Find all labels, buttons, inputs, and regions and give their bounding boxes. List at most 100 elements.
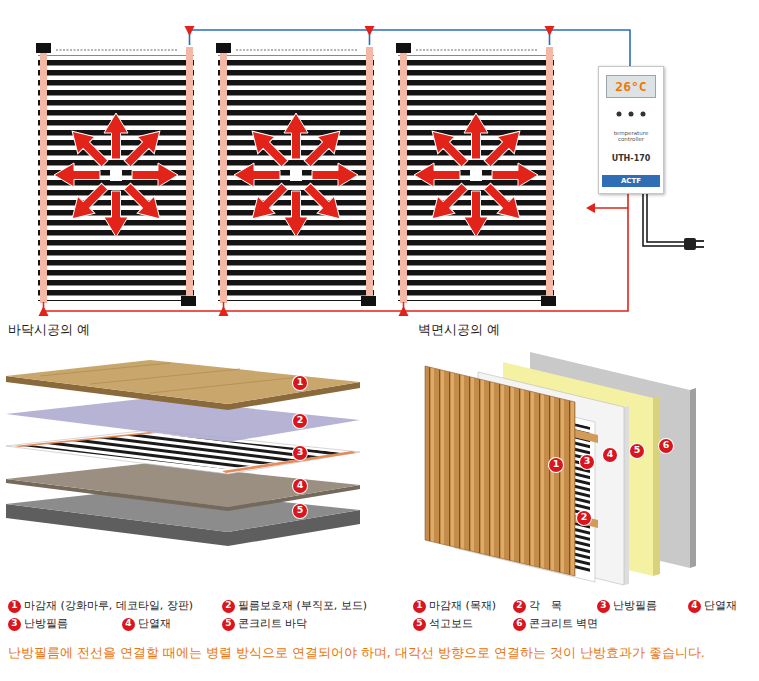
heat-arrows [414, 113, 538, 237]
finish-floor [6, 360, 360, 404]
legend-number: 3 [8, 618, 21, 631]
callout-number: 4 [603, 448, 617, 462]
red-wire [44, 190, 629, 311]
terminal-block [361, 296, 376, 306]
wood-grain [40, 363, 170, 376]
legend-text: 콘크리트 벽면 [529, 617, 599, 631]
terminal-block [541, 296, 556, 306]
heating-film-layer [6, 430, 360, 474]
terminal-block [396, 43, 411, 53]
film-ground [396, 45, 556, 305]
legend-number: 4 [122, 618, 135, 631]
plug-prong [696, 240, 704, 242]
bus-bar [186, 47, 193, 303]
protective-sheet [6, 398, 360, 442]
wire-marker [586, 203, 595, 213]
bus-bar [14, 432, 156, 447]
legend-text: 난방필름 [613, 599, 657, 613]
section-heading: 바닥시공의 예 [8, 321, 90, 339]
film-edge-line [416, 50, 538, 51]
callout-number: 3 [293, 446, 307, 460]
callout-number: 5 [630, 444, 644, 458]
heating-strips [38, 55, 194, 301]
heating-film-panel [36, 43, 196, 306]
legend-text: 단열재 [704, 599, 737, 613]
concrete-wall-side [690, 388, 696, 568]
controller-box: 26°C temperature controllerUTH-170ACTF [598, 66, 664, 194]
bus-bar [400, 47, 407, 303]
controller-caption: temperature controller [602, 130, 660, 142]
legend-number: 4 [688, 600, 701, 613]
button [641, 111, 646, 116]
legend-number: 5 [413, 618, 426, 631]
power-cable [647, 190, 684, 242]
power-cable [643, 190, 684, 246]
legend-text: 마감재 (목재) [429, 599, 496, 613]
heating-film-panel [396, 43, 556, 306]
heating-strips [218, 55, 374, 301]
terminal-block [36, 43, 51, 53]
button [617, 111, 622, 116]
callout-number: 1 [293, 376, 307, 390]
legend-number: 1 [413, 600, 426, 613]
red-wire [594, 207, 628, 209]
bus-bar [222, 451, 356, 473]
wire-marker [399, 306, 409, 316]
legend-number: 2 [513, 600, 526, 613]
legend-text: 콘크리트 바닥 [238, 617, 308, 631]
floor-illustration [6, 360, 360, 546]
legend-number: 3 [597, 600, 610, 613]
wood-grain [150, 377, 300, 393]
lcd-reading: 26°C [606, 75, 656, 98]
legend-text: 난방필름 [24, 617, 68, 631]
legend-number: 2 [222, 600, 235, 613]
wire-marker [39, 306, 49, 316]
control-buttons [609, 110, 653, 118]
bus-bar [40, 47, 47, 303]
bus-bar [546, 47, 553, 303]
brand-band: ACTF [602, 175, 660, 187]
wire-marker [219, 306, 229, 316]
bus-bar [366, 47, 373, 303]
callout-number: 1 [549, 458, 563, 472]
film-edge-line [56, 50, 178, 51]
legend-number: 6 [513, 618, 526, 631]
button [629, 111, 634, 116]
callout-number: 6 [659, 439, 673, 453]
legend-text: 단열재 [138, 617, 171, 631]
legend-text: 마감재 (강화마루, 데코타일, 장판) [24, 599, 193, 613]
note-caption: 난방필름에 전선을 연결할 때에는 병렬 방식으로 연결되어야 하며, 대각선 … [8, 645, 753, 661]
heating-strips [398, 55, 554, 301]
plug-prong [696, 246, 704, 248]
terminal-block [181, 296, 196, 306]
legend-text: 필름보호재 (부직포, 보드) [238, 599, 367, 613]
callout-number: 2 [577, 511, 591, 525]
wood-grain [90, 369, 240, 384]
bus-bar [220, 47, 227, 303]
gypsum-side [653, 396, 660, 576]
wire-marker [365, 26, 375, 36]
insulation-side [624, 406, 629, 585]
blue-wire [190, 30, 631, 66]
callout-number: 4 [293, 479, 307, 493]
legend-number: 1 [8, 600, 21, 613]
model-name: UTH-170 [612, 154, 651, 163]
insulation-layer [6, 463, 360, 507]
callout-number: 5 [293, 504, 307, 518]
wall-illustration [425, 352, 696, 585]
callout-number: 2 [293, 414, 307, 428]
wire-marker [545, 26, 555, 36]
heating-film-panel [216, 43, 376, 306]
film-edge-line [236, 50, 358, 51]
legend-text: 석고보드 [429, 617, 473, 631]
film-ground [216, 45, 376, 305]
callout-number: 3 [580, 455, 594, 469]
film-ground [36, 45, 196, 305]
legend-text: 각 목 [529, 599, 562, 613]
heat-arrows [54, 113, 178, 237]
legend-number: 5 [222, 618, 235, 631]
section-heading: 벽면시공의 예 [418, 321, 500, 339]
plug [684, 238, 696, 250]
terminal-block [216, 43, 231, 53]
